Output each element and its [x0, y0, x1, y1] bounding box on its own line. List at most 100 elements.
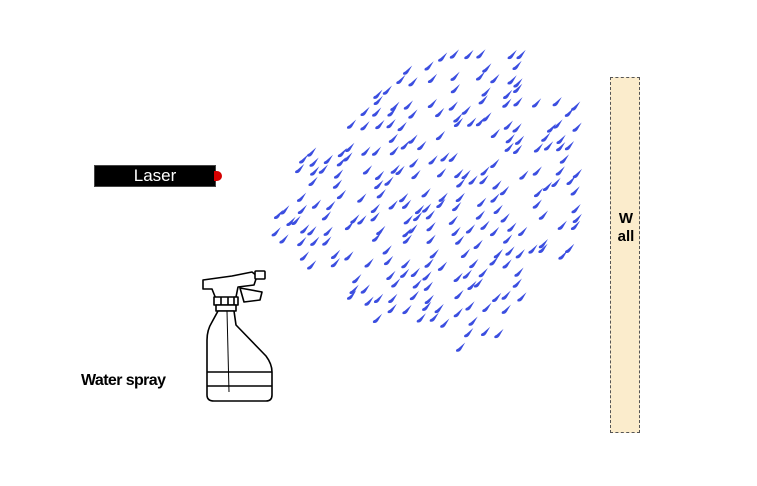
water-droplet-icon	[421, 188, 431, 198]
water-droplet-icon	[501, 304, 511, 314]
wall-label: W all	[613, 210, 639, 246]
water-droplet-icon	[416, 313, 426, 323]
water-droplet-icon	[273, 209, 284, 220]
water-droplet-icon	[555, 166, 565, 176]
water-droplet-icon	[389, 146, 399, 156]
water-droplet-icon	[504, 142, 514, 152]
water-droplet-icon	[499, 186, 510, 196]
water-droplet-icon	[571, 204, 581, 214]
water-droplet-icon	[410, 267, 420, 277]
water-droplet-icon	[364, 258, 374, 268]
water-droplet-icon	[429, 249, 439, 259]
water-droplet-icon	[480, 220, 490, 230]
water-droplet-icon	[489, 226, 500, 237]
water-droplet-icon	[336, 189, 347, 200]
water-droplet-icon	[448, 152, 458, 162]
water-droplet-icon	[514, 135, 525, 145]
water-droplet-icon	[332, 179, 343, 189]
water-droplet-icon	[546, 123, 557, 133]
water-droplet-icon	[572, 122, 582, 132]
water-droplet-icon	[505, 246, 515, 256]
water-droplet-icon	[482, 63, 492, 73]
water-droplet-icon	[512, 144, 523, 155]
water-droplet-icon	[492, 180, 502, 190]
water-droplet-icon	[473, 239, 483, 250]
wall: W all	[610, 77, 640, 433]
water-droplets	[271, 49, 582, 352]
water-droplet-icon	[371, 232, 382, 242]
water-droplet-icon	[400, 268, 410, 278]
water-droplet-icon	[564, 141, 575, 151]
water-droplet-icon	[409, 158, 419, 168]
water-droplet-icon	[309, 157, 319, 167]
water-droplet-icon	[468, 175, 478, 185]
water-droplet-icon	[512, 60, 522, 70]
water-droplet-icon	[538, 239, 548, 249]
water-droplet-icon	[360, 284, 370, 294]
water-droplet-icon	[475, 71, 486, 81]
laser-tip-icon	[214, 171, 222, 181]
water-droplet-icon	[461, 169, 471, 180]
water-droplet-icon	[297, 236, 307, 247]
water-droplet-icon	[330, 249, 341, 259]
water-droplet-icon	[391, 278, 401, 288]
water-droplet-icon	[361, 146, 371, 156]
water-droplet-icon	[408, 134, 418, 144]
water-droplet-icon	[299, 251, 310, 261]
water-droplet-icon	[473, 278, 484, 288]
water-droplet-icon	[438, 52, 448, 62]
water-droplet-icon	[401, 199, 412, 209]
water-droplet-icon	[409, 290, 419, 301]
water-droplet-icon	[528, 244, 538, 254]
water-droplet-icon	[434, 303, 444, 314]
water-droplet-icon	[426, 234, 436, 244]
water-droplet-icon	[297, 204, 307, 215]
water-droplet-icon	[307, 260, 317, 270]
water-droplet-icon	[440, 318, 450, 328]
water-droplet-icon	[440, 152, 450, 162]
water-droplet-icon	[553, 119, 563, 129]
laser-device: Laser	[94, 165, 216, 187]
water-droplet-icon	[344, 220, 355, 231]
water-droplet-icon	[413, 211, 423, 222]
water-droplet-icon	[532, 166, 542, 176]
water-droplet-icon	[454, 289, 464, 300]
water-droplet-icon	[322, 236, 332, 246]
water-droplet-icon	[490, 158, 500, 168]
water-droplet-icon	[310, 166, 320, 176]
water-droplet-icon	[460, 248, 471, 259]
water-droplet-icon	[357, 193, 367, 203]
water-droplet-icon	[323, 154, 333, 164]
water-droplet-icon	[514, 267, 524, 277]
water-droplet-icon	[489, 256, 499, 266]
water-droplet-icon	[480, 166, 490, 176]
water-droplet-icon	[307, 147, 317, 157]
water-droplet-icon	[291, 215, 301, 226]
water-droplet-icon	[424, 258, 434, 268]
water-droplet-icon	[374, 170, 385, 180]
water-droplet-icon	[467, 280, 477, 291]
water-droplet-icon	[480, 326, 491, 337]
water-droplet-icon	[478, 95, 488, 105]
water-droplet-icon	[311, 199, 322, 209]
water-droplet-icon	[396, 74, 406, 85]
water-droplet-icon	[343, 152, 353, 162]
water-droplet-icon	[490, 74, 500, 84]
water-droplet-icon	[386, 119, 396, 129]
water-droplet-icon	[422, 301, 432, 311]
water-droplet-icon	[376, 225, 386, 236]
water-droplet-icon	[408, 77, 418, 87]
water-droplet-icon	[299, 154, 309, 164]
water-droplet-icon	[559, 154, 569, 164]
water-droplet-icon	[395, 165, 405, 176]
water-droplet-icon	[321, 211, 332, 221]
water-droplet-icon	[427, 73, 438, 83]
water-droplet-icon	[513, 78, 523, 88]
water-droplet-icon	[455, 235, 465, 245]
water-droplet-icon	[517, 292, 527, 302]
water-droplet-icon	[448, 101, 458, 111]
water-droplet-icon	[300, 224, 310, 234]
water-droplet-icon	[515, 249, 525, 259]
water-droplet-icon	[307, 226, 317, 236]
